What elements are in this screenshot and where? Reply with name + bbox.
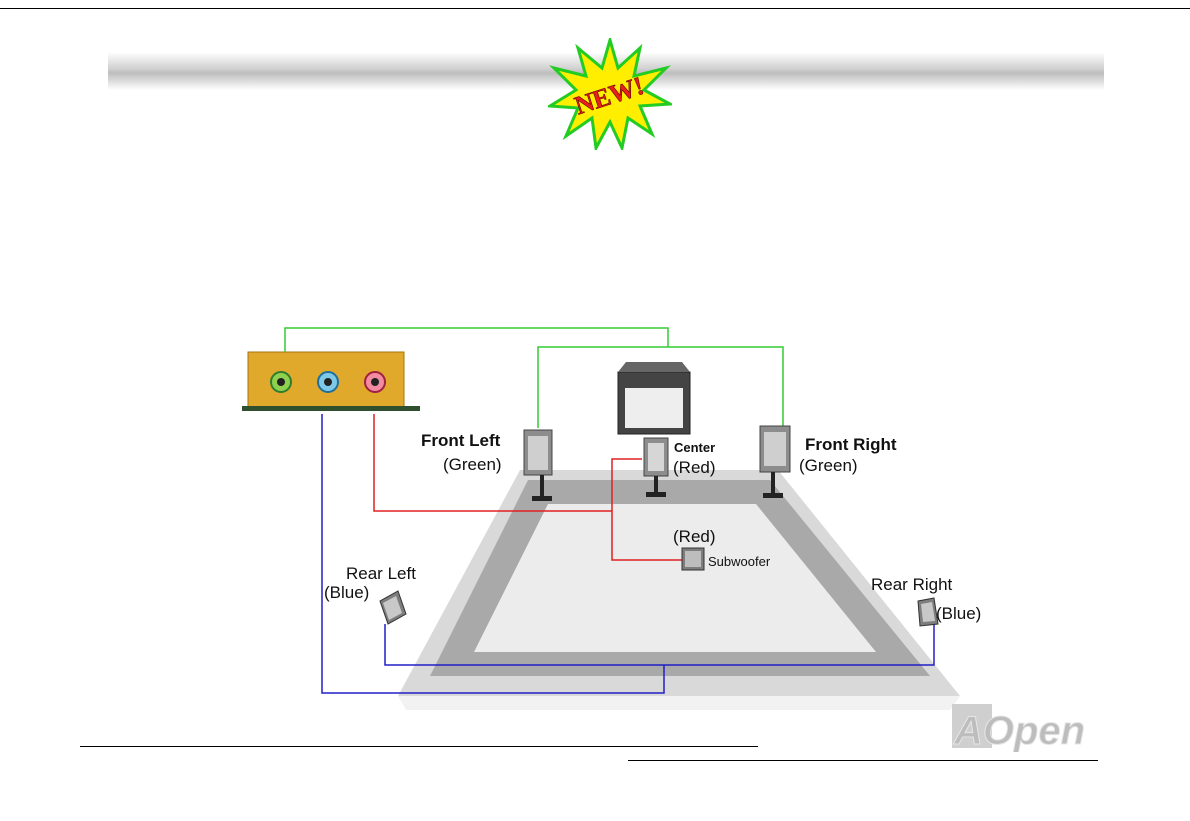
rear-left-color-label: (Blue) bbox=[324, 583, 369, 602]
center-base bbox=[646, 492, 666, 497]
front-right-label: Front Right bbox=[805, 435, 897, 454]
bottom-rule bbox=[80, 746, 758, 747]
front-left-base bbox=[532, 496, 552, 501]
rear-left-label: Rear Left bbox=[346, 564, 416, 583]
new-badge: NEW! bbox=[548, 38, 672, 150]
red-jack-hole bbox=[371, 378, 379, 386]
aopen-logo: AOpen bbox=[950, 700, 1100, 752]
front-right-stand bbox=[771, 472, 775, 494]
front-left-stand bbox=[540, 475, 544, 497]
subwoofer-face bbox=[685, 551, 701, 567]
front-right-speaker-face bbox=[764, 432, 786, 466]
front-right-base bbox=[763, 493, 783, 498]
bottom-rule-right bbox=[628, 760, 1098, 761]
tv-top bbox=[618, 362, 690, 372]
center-stand bbox=[654, 476, 658, 492]
audio-panel-edge bbox=[242, 406, 420, 411]
center-color-label: (Red) bbox=[673, 458, 716, 477]
front-right-color-label: (Green) bbox=[799, 456, 858, 475]
rear-right-color-label: (Blue) bbox=[936, 604, 981, 623]
green-jack-hole bbox=[277, 378, 285, 386]
front-left-speaker-face bbox=[528, 436, 548, 470]
blue-jack-hole bbox=[324, 378, 332, 386]
subwoofer-color-label: (Red) bbox=[673, 527, 716, 546]
speaker-diagram: Front Left (Green) Center (Red) Front Ri… bbox=[230, 318, 1020, 710]
front-left-color-label: (Green) bbox=[443, 455, 502, 474]
rear-right-label: Rear Right bbox=[871, 575, 953, 594]
floor-shadow bbox=[398, 696, 960, 710]
top-rule bbox=[0, 8, 1190, 9]
subwoofer-label: Subwoofer bbox=[708, 554, 771, 569]
logo-text: AOpen bbox=[953, 709, 1085, 752]
center-speaker-face bbox=[648, 443, 664, 471]
center-label: Center bbox=[674, 440, 715, 455]
tv-screen bbox=[625, 388, 683, 428]
green-wire-main bbox=[285, 328, 668, 352]
front-left-label: Front Left bbox=[421, 431, 501, 450]
